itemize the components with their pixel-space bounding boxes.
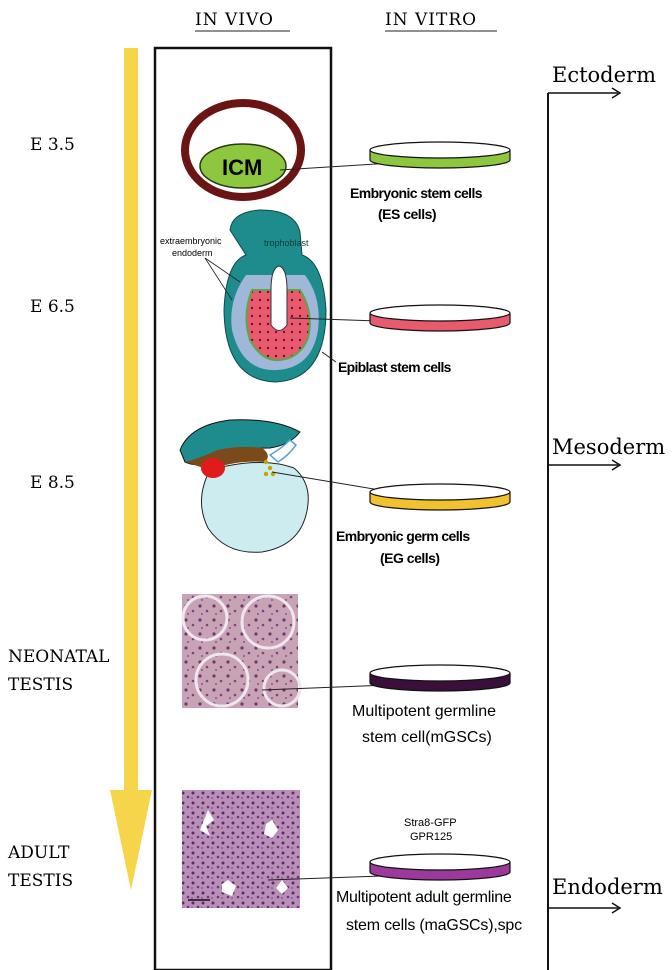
epi-pointer [322, 352, 336, 362]
dish-eg [370, 484, 510, 510]
stage-adult-testis: TESTIS [8, 871, 73, 891]
stage-e6-5: E 6.5 [30, 297, 75, 317]
eg-cells-abbr: (EG cells) [380, 550, 440, 566]
time-arrow [110, 48, 152, 890]
endoderm-label: Endoderm [552, 875, 663, 899]
marker-gpr125: GPR125 [410, 831, 452, 843]
marker-stra8: Stra8-GFP [404, 817, 457, 829]
extraembryonic-label: extraembryonic [160, 236, 222, 246]
neonatal-testis-image [182, 594, 300, 708]
mgsc-abbr: stem cell(mGSCs) [362, 729, 492, 746]
adult-testis-image [182, 790, 300, 908]
magsc-label: Multipotent adult germline [336, 889, 512, 906]
stage-e8-5: E 8.5 [30, 473, 75, 493]
es-cells-label: Embryonic stem cells [350, 185, 483, 201]
epiblast-label: Epiblast stem cells [338, 359, 452, 375]
icm-label: ICM [222, 155, 262, 180]
eg-cells-label: Embryonic germ cells [336, 528, 470, 544]
magsc-abbr: stem cells (maGSCs),spc [346, 917, 522, 934]
header-in-vitro: IN VITRO [385, 10, 477, 30]
trophoblast-label: trophoblast [264, 238, 309, 248]
egg-cylinder [224, 210, 326, 382]
e85-embryo [180, 420, 308, 553]
mesoderm-label: Mesoderm [552, 435, 665, 459]
es-cells-abbr: (ES cells) [378, 206, 436, 222]
mgsc-label: Multipotent germline [352, 703, 496, 720]
stage-neonatal: NEONATAL [8, 647, 109, 667]
dish-mgsc [370, 665, 510, 691]
stage-adult: ADULT [7, 843, 70, 863]
stage-neonatal-testis: TESTIS [8, 675, 73, 695]
stage-e3-5: E 3.5 [30, 135, 75, 155]
header-in-vivo: IN VIVO [195, 10, 274, 30]
dish-es [370, 142, 510, 168]
dish-epiblast [370, 305, 510, 331]
dish-magsc [370, 854, 510, 880]
ectoderm-label: Ectoderm [552, 63, 656, 87]
extraembryonic-label-2: endoderm [172, 248, 213, 258]
